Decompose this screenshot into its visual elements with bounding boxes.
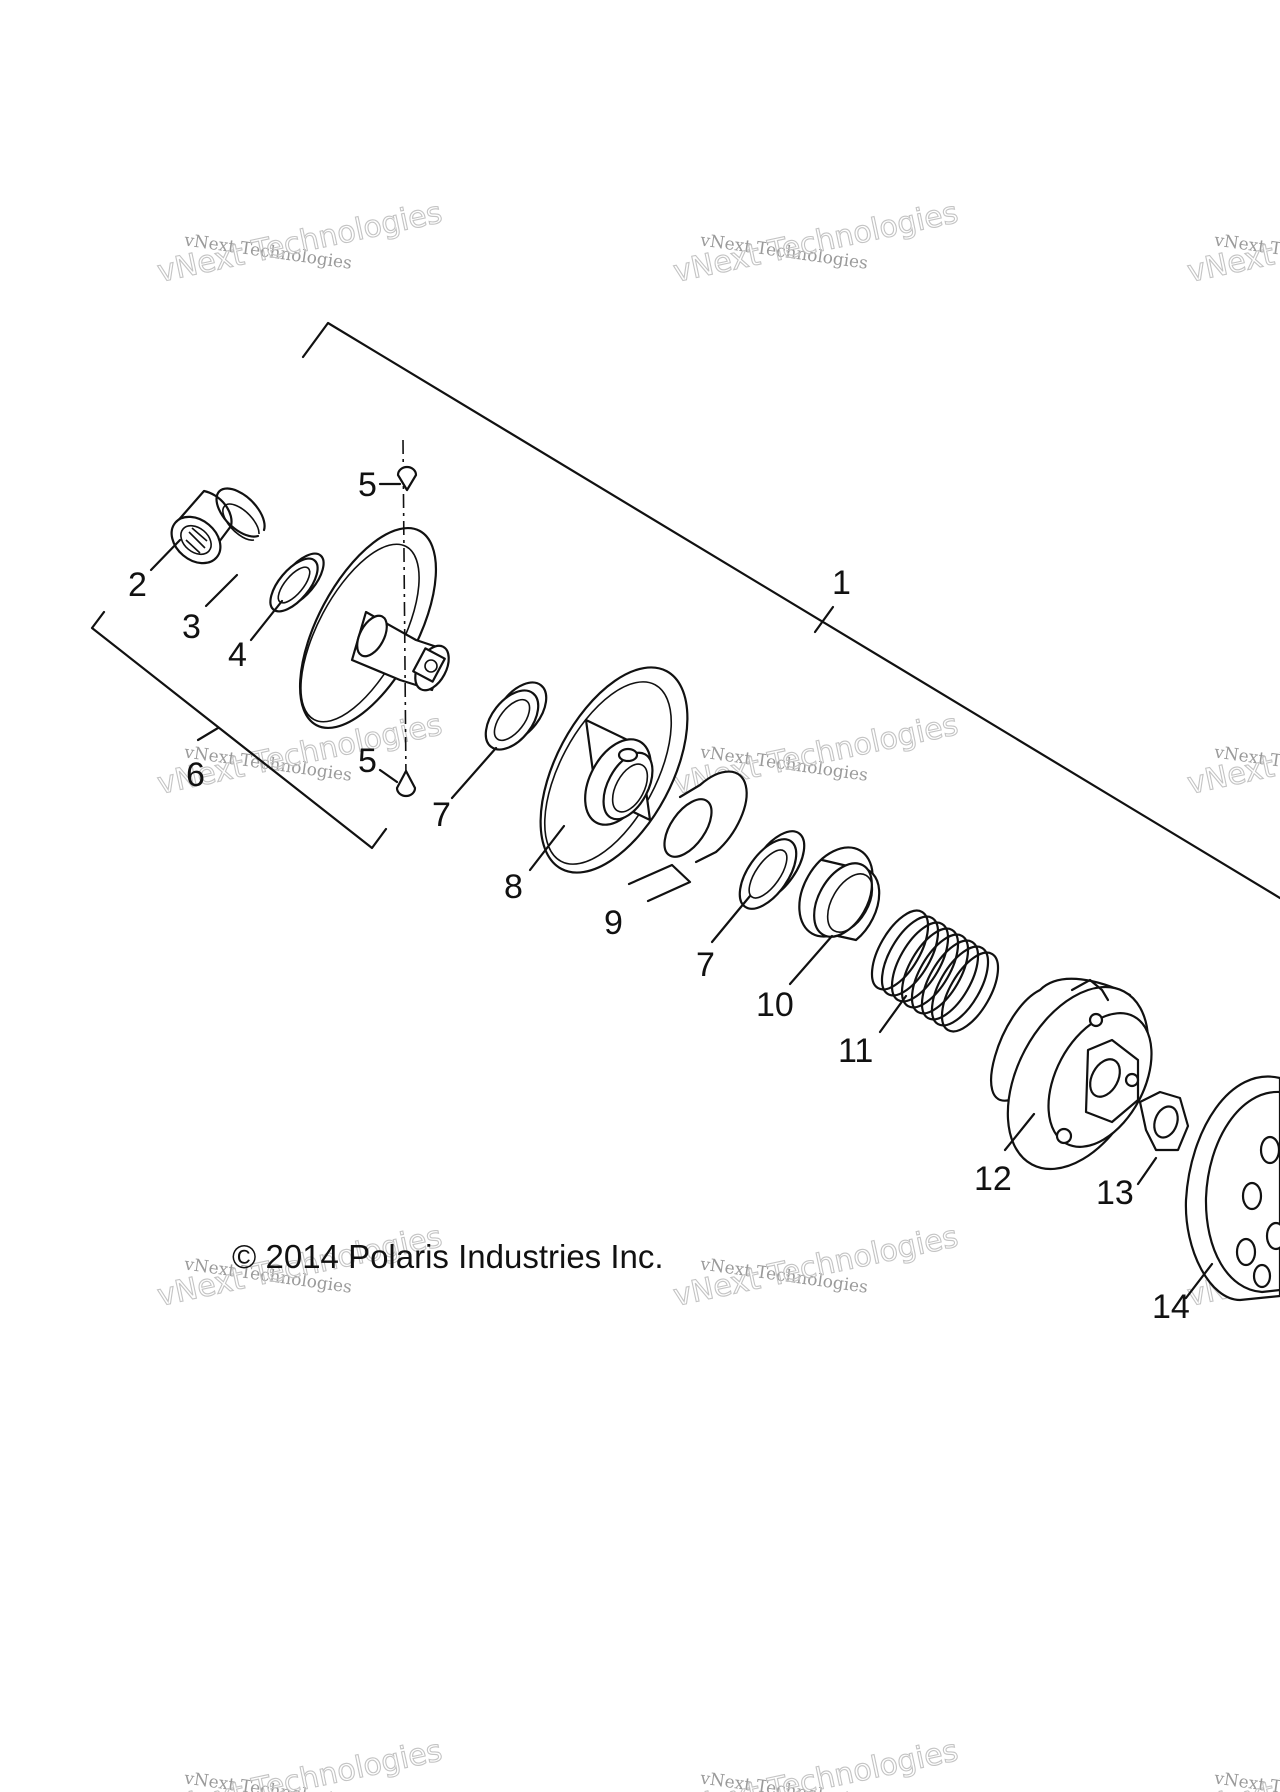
spring-seat-part — [798, 846, 881, 942]
assembly-bracket-1 — [301, 321, 1280, 900]
seal-part-7b — [738, 830, 806, 910]
callout-1: 1 — [832, 564, 851, 602]
spring-part — [870, 909, 1000, 1033]
spring-coil — [910, 933, 970, 1015]
callout-13: 13 — [1096, 1174, 1134, 1212]
spring-coil — [930, 945, 990, 1027]
callout-6: 6 — [186, 756, 205, 794]
callout-3: 3 — [182, 608, 201, 646]
callout-7-first: 7 — [432, 796, 451, 834]
bushing-part — [627, 770, 748, 903]
roller-part-top — [396, 465, 418, 492]
copyright-notice: © 2014 Polaris Industries Inc. — [232, 1238, 664, 1275]
watermark-small: vNext Technologies — [1212, 1768, 1280, 1792]
callout-labels: 1 2 3 4 5 5 6 7 8 9 7 10 11 12 13 14 — [128, 466, 1190, 1326]
callout-12: 12 — [974, 1160, 1012, 1198]
callout-5-top: 5 — [358, 466, 377, 504]
callout-5-bottom: 5 — [358, 742, 377, 780]
snap-ring-part — [215, 487, 266, 541]
watermark-large: vNext Technologies — [1184, 1733, 1280, 1792]
movable-sheave-part — [539, 666, 689, 874]
callout-7-second: 7 — [696, 946, 715, 984]
nut-part — [1138, 1090, 1190, 1152]
fixed-sheave-part — [298, 439, 450, 781]
callout-14: 14 — [1152, 1288, 1190, 1326]
seal-part — [269, 552, 325, 613]
callout-9: 9 — [604, 904, 623, 942]
spring-coil — [870, 909, 930, 991]
spring-coil — [890, 921, 950, 1003]
spring-coil — [880, 915, 940, 997]
needle-bearing-part — [170, 489, 233, 565]
spring-coil — [920, 939, 980, 1021]
callout-10: 10 — [756, 986, 794, 1024]
callout-8: 8 — [504, 868, 523, 906]
callout-4: 4 — [228, 636, 247, 674]
seal-part-7a — [484, 681, 548, 751]
clutch-shoe-part — [990, 977, 1153, 1171]
assembly-bracket-6 — [90, 610, 388, 850]
spring-coil — [900, 927, 960, 1009]
callout-2: 2 — [128, 566, 147, 604]
roller-part-bottom — [395, 769, 417, 798]
clutch-drum-part — [1184, 1075, 1280, 1302]
callout-11: 11 — [838, 1032, 873, 1070]
leader-lines — [149, 482, 1214, 1300]
spring-coil — [940, 951, 1000, 1033]
